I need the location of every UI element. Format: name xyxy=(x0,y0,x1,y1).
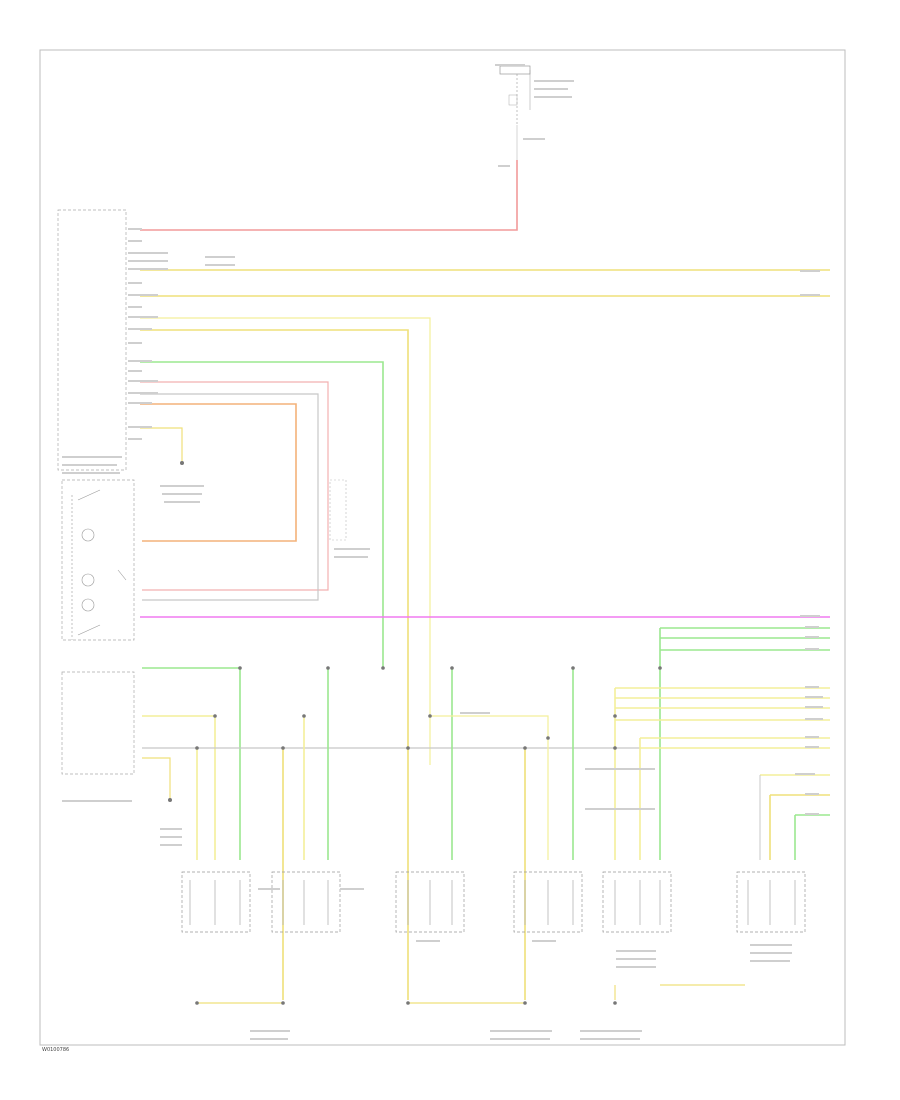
splice-points xyxy=(168,461,662,1005)
light-switch-outline xyxy=(61,479,135,641)
diagram-code: W0100786 xyxy=(42,1047,69,1053)
control-module-outline xyxy=(57,209,127,471)
fuse-box xyxy=(499,65,531,160)
lamp-assemblies xyxy=(181,871,806,933)
switch-symbols xyxy=(71,489,127,640)
connector-box xyxy=(329,479,347,541)
headlight-switch-outline xyxy=(61,671,135,775)
label-marks xyxy=(62,64,823,1040)
wires xyxy=(140,160,830,1004)
diagram-frame xyxy=(39,49,846,1046)
wire-red-feed xyxy=(140,160,518,231)
